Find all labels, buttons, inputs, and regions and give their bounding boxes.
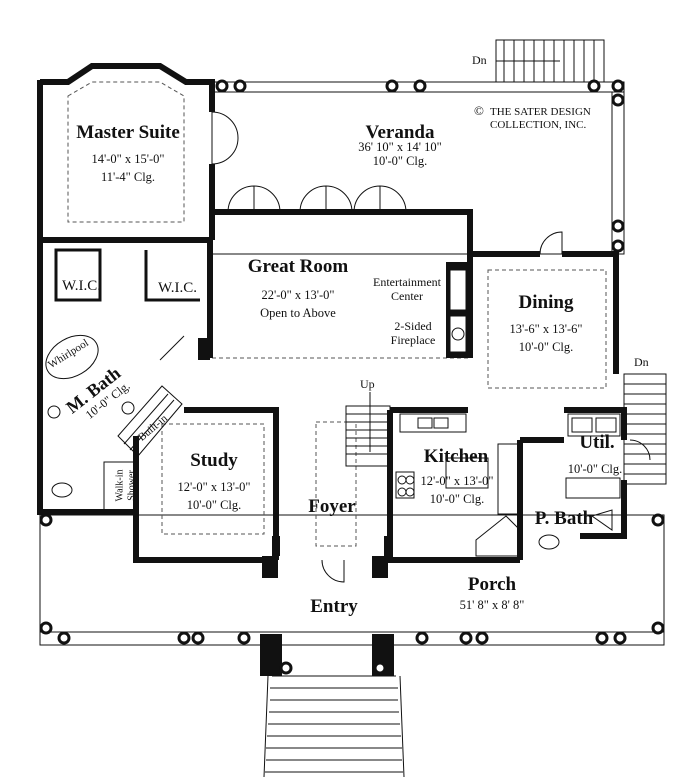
veranda-ceiling: 10'-0" Clg. [372, 154, 428, 168]
foyer-rug [315, 421, 357, 547]
study-ceiling: 10'-0" Clg. [186, 498, 242, 512]
kitchen-counters [395, 413, 521, 557]
porch-outline [39, 514, 665, 646]
foyer-stair [345, 392, 391, 467]
cooktop [395, 471, 415, 499]
study-size: 12'-0" x 13'-0" [177, 480, 251, 494]
entry-name: Entry [310, 596, 358, 617]
p-bath-name: P. Bath [534, 508, 594, 529]
study-name: Study [190, 450, 238, 471]
dining-ceiling: 10'-0" Clg. [518, 340, 574, 354]
dining-size: 13'-6" x 13'-6" [509, 322, 583, 336]
veranda-size: 36' 10" x 14' 10" [358, 140, 442, 154]
kitchen-ceiling: 10'-0" Clg. [429, 492, 485, 506]
dining-ceiling [487, 269, 607, 389]
study-ceiling [161, 423, 265, 535]
master-suite-size: 14'-0" x 15'-0" [91, 152, 165, 166]
wic-right-label: W.I.C. [158, 280, 198, 296]
column [260, 634, 282, 676]
entertainment-center-label: Entertainment Center [373, 275, 441, 303]
veranda-name: Veranda [365, 122, 435, 143]
great-room-note: Open to Above [260, 306, 336, 320]
entry-stair [263, 675, 405, 777]
foyer-name: Foyer [308, 496, 356, 517]
great-room-name: Great Room [247, 256, 349, 277]
great-room-size: 22'-0" x 13'-0" [261, 288, 335, 302]
column [262, 556, 278, 578]
master-top-wall [40, 63, 215, 112]
master-suite-ceiling: 11'-4" Clg. [100, 170, 156, 184]
copyright-symbol: © [474, 103, 484, 118]
copyright-text: THE SATER DESIGN COLLECTION, INC. [490, 106, 591, 131]
right-stair [623, 373, 667, 485]
util-ceiling: 10'-0" Clg. [567, 462, 623, 476]
porch-size: 51' 8" x 8' 8" [459, 598, 525, 612]
fireplace-label: 2-Sided Fireplace [390, 319, 436, 347]
util-wall [564, 407, 627, 539]
master-suite-ceiling [67, 81, 185, 223]
wic-left-label: W.I.C. [62, 278, 102, 294]
kitchen-size: 12'-0" x 13'-0" [420, 474, 494, 488]
column [198, 338, 210, 360]
study-wall [184, 407, 279, 560]
kitchen-name: Kitchen [423, 446, 489, 467]
porch-name: Porch [467, 574, 517, 595]
stair-down-right-label: Dn [634, 355, 649, 369]
posts [39, 79, 665, 675]
dining-name: Dining [518, 292, 574, 313]
stair-down-top-label: Dn [472, 53, 487, 67]
walk-in-shower-label: Walk-in Shower [114, 469, 138, 502]
stair-up-label: Up [360, 377, 375, 391]
top-stair [495, 39, 605, 83]
island [445, 457, 489, 489]
util-name: Util. [579, 432, 615, 453]
master-suite-name: Master Suite [76, 122, 180, 143]
column [372, 556, 388, 578]
veranda-doors [211, 111, 651, 583]
